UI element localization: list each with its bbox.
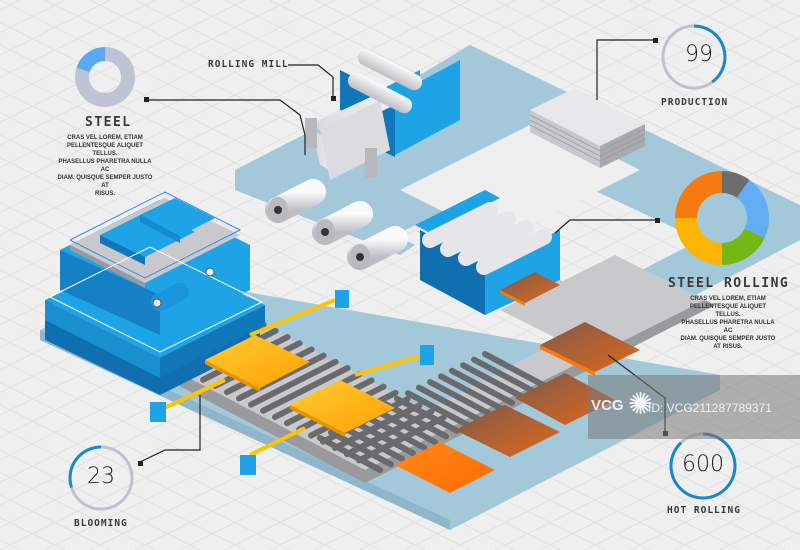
roller (361, 412, 427, 451)
roller (427, 379, 493, 417)
roller (438, 373, 504, 412)
watermark-burst-icon: ✺ (628, 387, 654, 422)
steel-rolling-donut-chart (675, 171, 769, 265)
donut-segment-blue (736, 179, 769, 239)
roller (350, 418, 416, 457)
donut-segment-yellow (675, 217, 723, 265)
desc-line: Phasellus pharetra nulla ac (58, 159, 152, 173)
coil-core (356, 253, 364, 261)
roll-cylinder (422, 202, 498, 248)
roller (460, 362, 526, 401)
steel-donut-chart (75, 47, 135, 107)
gauge-fill (68, 445, 102, 489)
gauge-fill (693, 24, 727, 84)
gauge-fill (669, 432, 737, 500)
hot-rolling-label: Hot Rolling (667, 505, 741, 516)
roller (394, 395, 460, 434)
desc-line: Cras vel lorem, etiam (690, 296, 766, 302)
blooming-machine (45, 191, 265, 395)
steel-rolling-title: Steel Rolling (668, 276, 790, 291)
donut-segment-gray (721, 171, 750, 199)
watermark-overlay: VCG ✺ ID: VCG211287789371 (588, 375, 800, 439)
desc-line: Cras vel lorem, etiam (67, 135, 143, 141)
blooming-value: 23 (87, 464, 115, 489)
roller (482, 351, 548, 389)
production-value: 99 (685, 42, 713, 67)
roll-cylinder (476, 229, 552, 275)
roller (328, 429, 394, 468)
hot-rolling-slabs (395, 322, 640, 493)
blooming-slabs (150, 290, 434, 475)
steel-rolling-description: Cras vel lorem, etiam pellentesque aliqu… (678, 295, 778, 351)
desc-line: risus. (94, 191, 115, 197)
rolling-mill-machine (305, 49, 460, 180)
steel-description: Cras vel lorem, etiam pellentesque aliqu… (55, 134, 155, 198)
steel-title: Steel (85, 115, 132, 130)
hot-rolling-value: 600 (682, 452, 724, 477)
roller (405, 390, 471, 429)
donut-segment-orange (675, 171, 723, 219)
donut-segment-rest (75, 47, 135, 107)
watermark-id: ID: VCG211287789371 (648, 401, 772, 415)
roller (236, 352, 327, 402)
desc-line: at risus. (713, 344, 743, 350)
roll-cylinder (440, 211, 516, 257)
steel-rolling-machine (415, 190, 560, 315)
blooming-gauge (68, 445, 134, 511)
desc-line: Phasellus pharetra nulla ac (681, 320, 775, 334)
roller (339, 423, 405, 462)
coil-core (274, 206, 282, 214)
roller (317, 435, 383, 473)
roller (449, 367, 515, 406)
roll-cylinder (458, 220, 534, 266)
blooming-label: Blooming (74, 518, 128, 529)
donut-segment-green (721, 228, 765, 265)
desc-line: pellentesque aliquet tellus. (66, 143, 144, 157)
roller (248, 358, 339, 408)
desc-line: diam. Quisque semper justo at (57, 175, 153, 189)
desc-line: diam. Quisque semper justo (680, 336, 776, 342)
steel-coils (265, 179, 408, 270)
donut-segment-highlight (76, 47, 106, 73)
watermark-logo: VCG (591, 397, 624, 414)
plate-stack (529, 88, 646, 168)
production-gauge (661, 24, 727, 90)
production-label: Production (661, 97, 729, 108)
roller (383, 401, 449, 440)
roller (416, 384, 482, 423)
roller (260, 365, 351, 414)
rolling-mill-label: Rolling Mill (208, 59, 289, 70)
coil-core (321, 228, 329, 236)
roller (471, 356, 537, 395)
roller (372, 407, 438, 445)
desc-line: pellentesque aliquet tellus. (689, 304, 767, 318)
